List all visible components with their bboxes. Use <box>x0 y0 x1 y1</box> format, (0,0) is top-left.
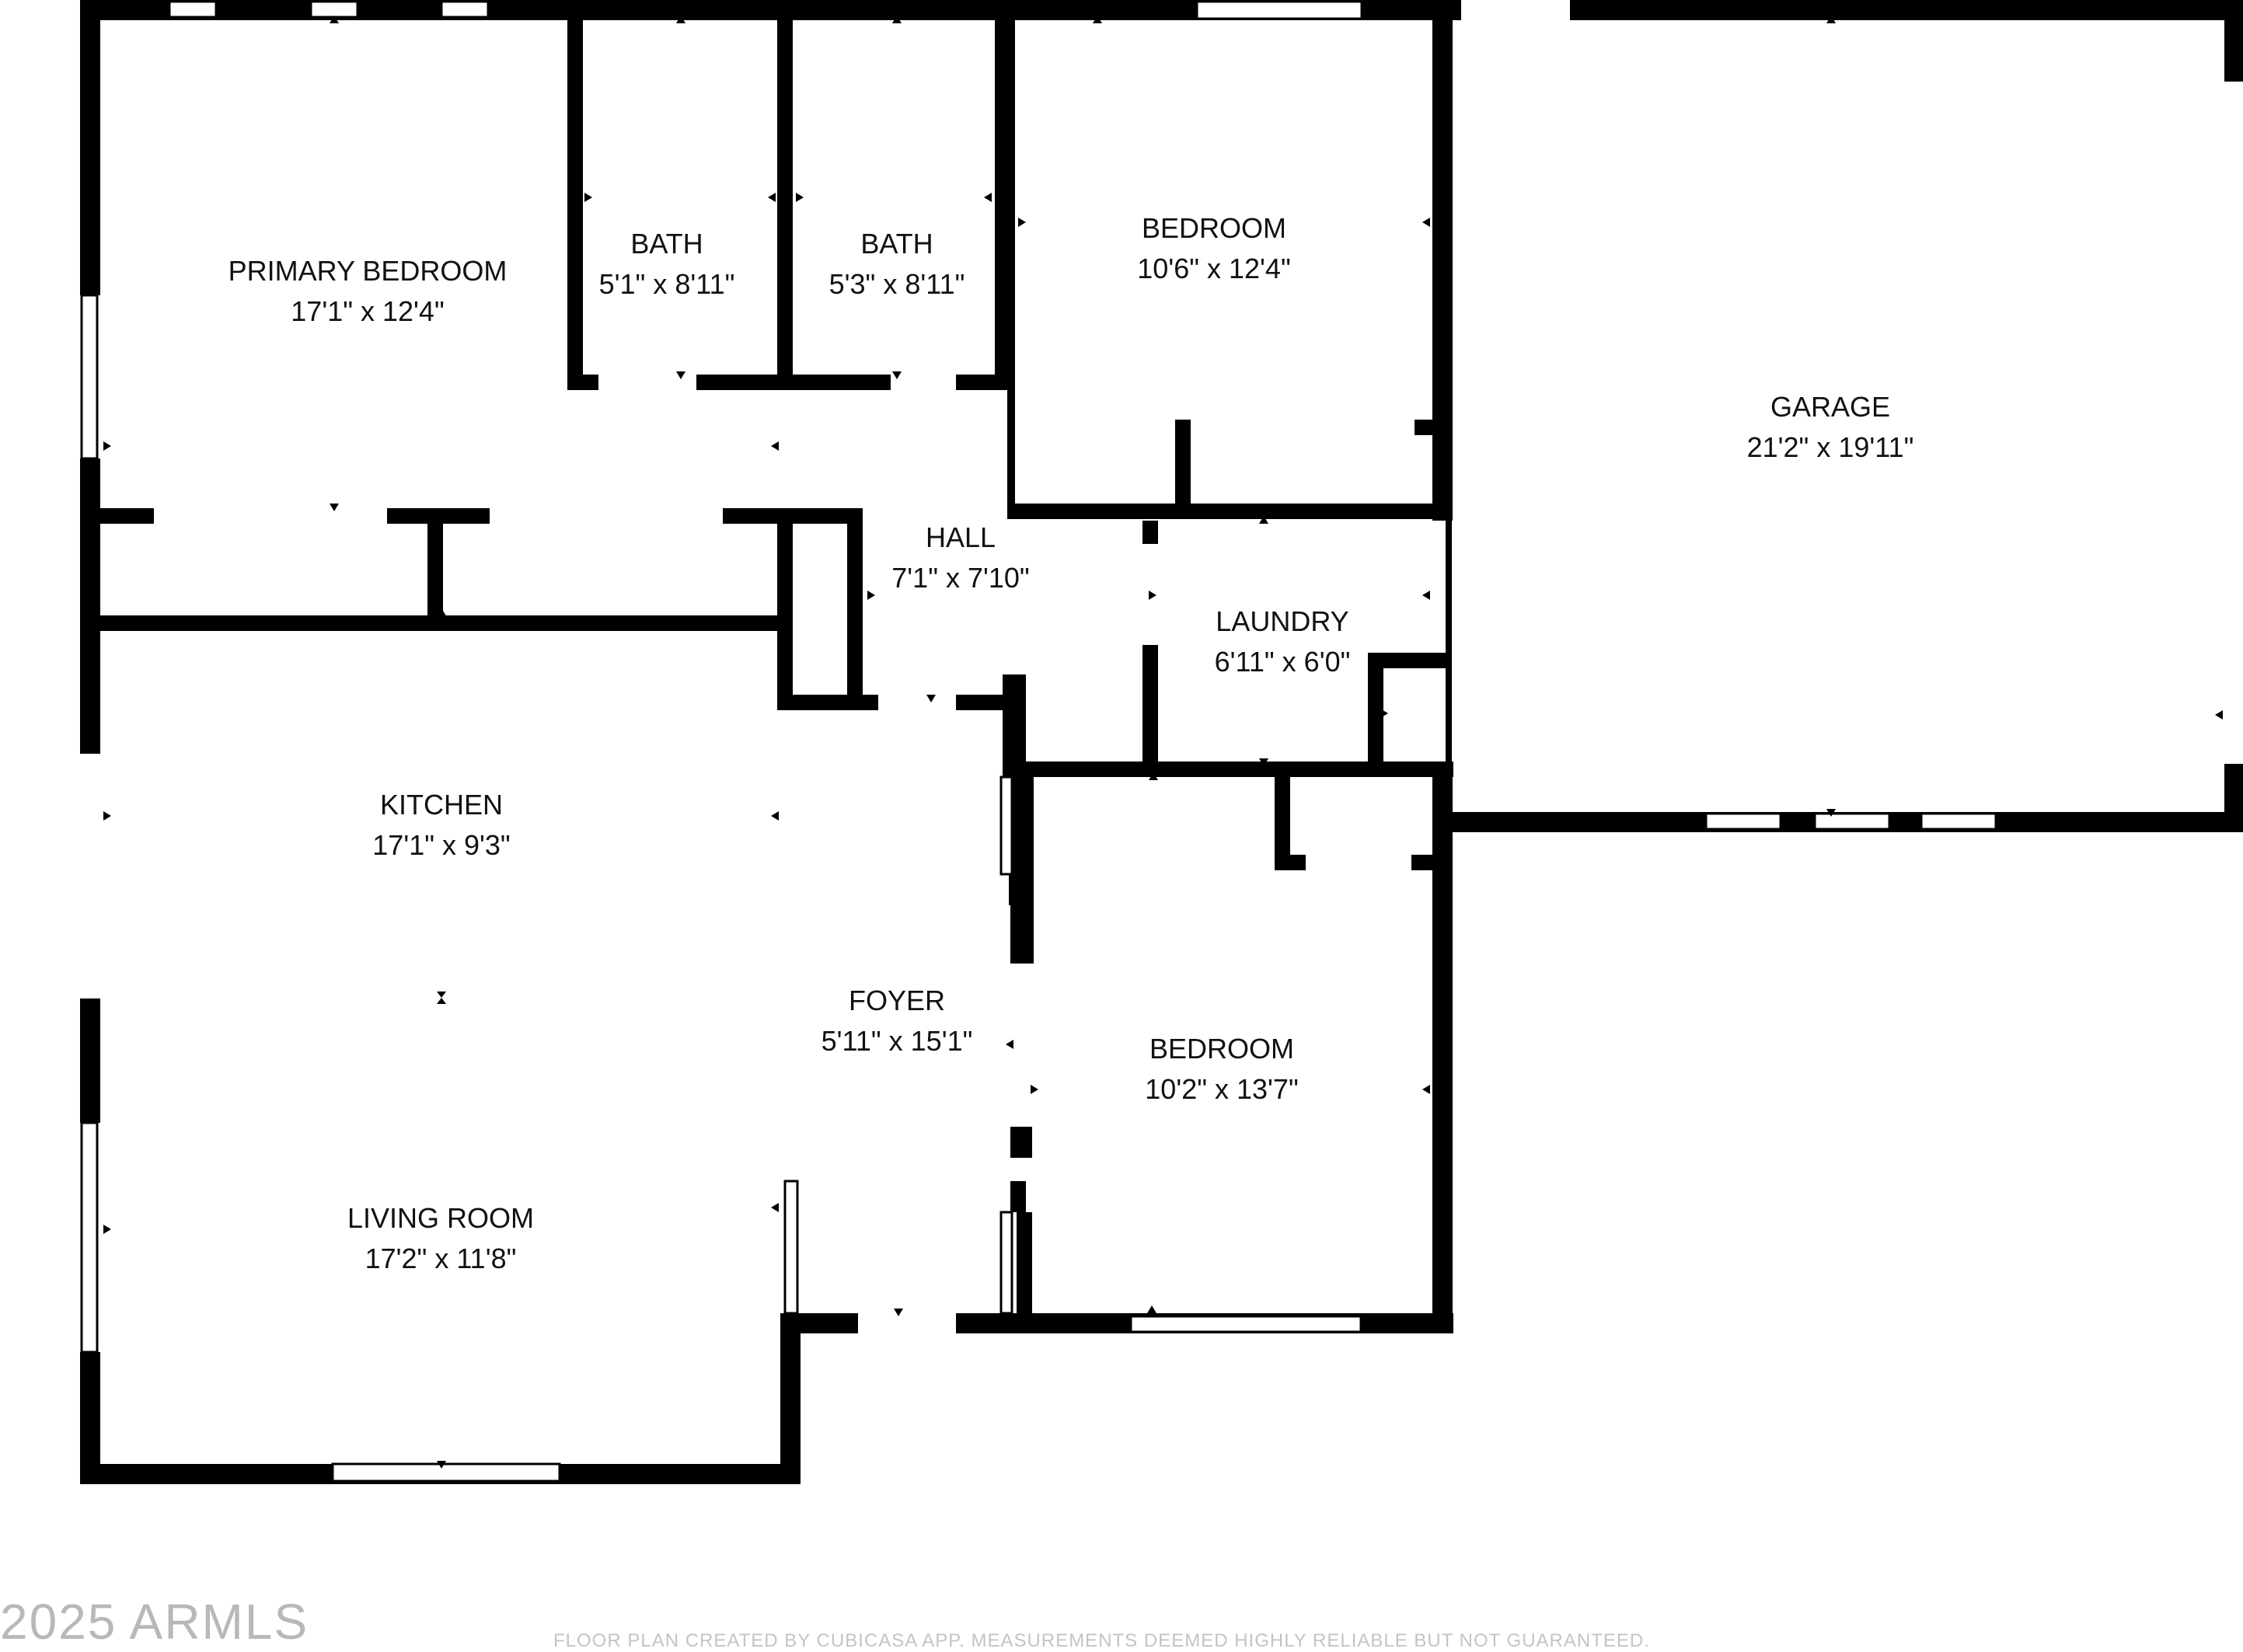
room-dim-bedroom-2: 10'2" x 13'7" <box>1145 1073 1298 1105</box>
room-dim-living-room: 17'2" x 11'8" <box>365 1242 517 1274</box>
room-name-kitchen: KITCHEN <box>380 789 503 821</box>
room-name-garage: GARAGE <box>1770 391 1890 423</box>
room-name-bath-2: BATH <box>860 228 933 260</box>
room-dim-foyer: 5'11" x 15'1" <box>822 1025 973 1057</box>
room-name-foyer: FOYER <box>849 985 945 1016</box>
room-name-bath-1: BATH <box>630 228 703 260</box>
room-name-laundry: LAUNDRY <box>1216 605 1348 637</box>
room-name-bedroom-1: BEDROOM <box>1142 212 1286 244</box>
room-labels: PRIMARY BEDROOM 17'1" x 12'4" BATH 5'1" … <box>228 212 1914 1274</box>
room-name-bedroom-2: BEDROOM <box>1149 1033 1294 1065</box>
room-name-primary-bedroom: PRIMARY BEDROOM <box>228 255 508 287</box>
room-name-hall: HALL <box>926 521 996 553</box>
room-dim-bath-2: 5'3" x 8'11" <box>829 268 965 300</box>
room-name-living-room: LIVING ROOM <box>347 1202 534 1234</box>
room-dim-hall: 7'1" x 7'10" <box>891 562 1029 594</box>
watermark: 2025 ARMLS <box>0 1594 309 1650</box>
room-dim-bath-1: 5'1" x 8'11" <box>599 268 735 300</box>
disclaimer: FLOOR PLAN CREATED BY CUBICASA APP. MEAS… <box>553 1630 1650 1651</box>
room-dim-primary-bedroom: 17'1" x 12'4" <box>291 295 444 327</box>
windows <box>80 0 1997 1483</box>
room-dim-kitchen: 17'1" x 9'3" <box>372 829 510 861</box>
room-dim-laundry: 6'11" x 6'0" <box>1215 646 1351 678</box>
room-dim-garage: 21'2" x 19'11" <box>1747 431 1914 463</box>
dimension-ticks <box>103 16 2223 1469</box>
room-dim-bedroom-1: 10'6" x 12'4" <box>1137 253 1290 284</box>
